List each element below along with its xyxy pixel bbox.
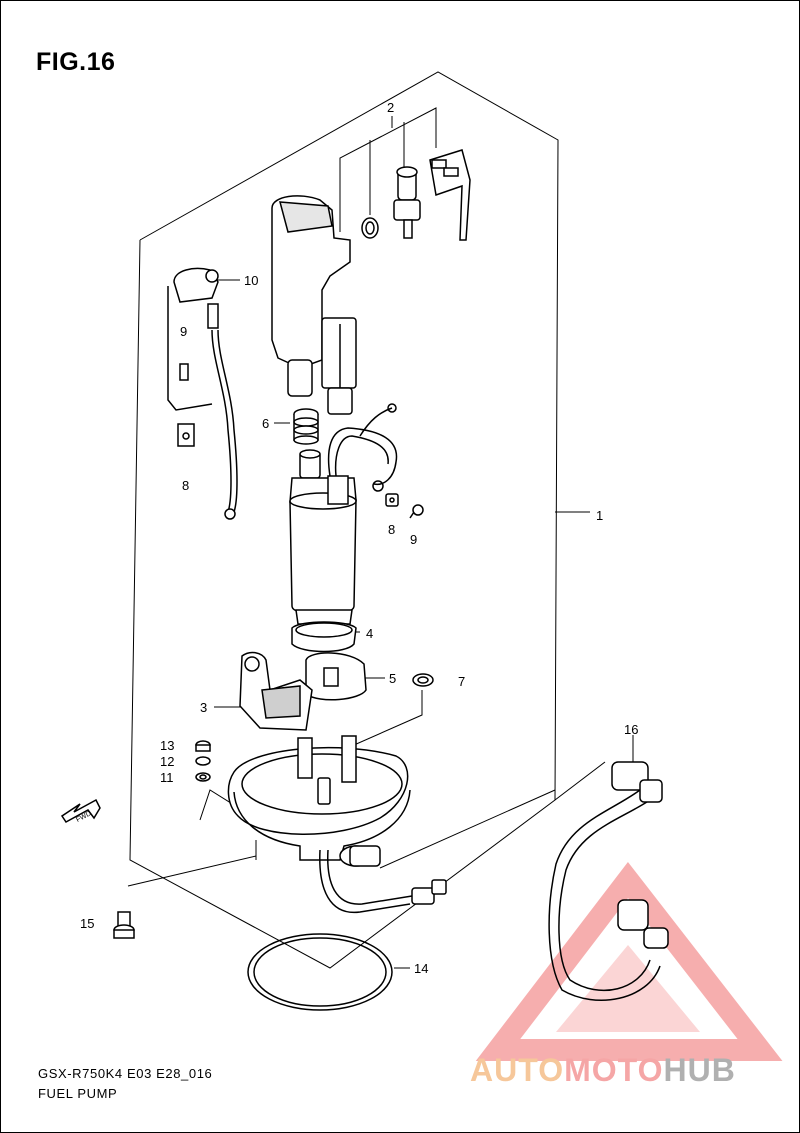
callout-10: 10	[244, 273, 258, 288]
watermark-logo: AUTOMOTOHUB	[470, 1052, 736, 1089]
bracket-screw-right-part	[385, 493, 424, 519]
callout-9-left: 9	[180, 324, 187, 339]
watermark-part3: HUB	[663, 1052, 736, 1088]
callout-labels: 1 2 3 4 5 6 7 8 8 9 9 10 11 12 13 14 15 …	[80, 100, 638, 976]
callout-8-right: 8	[388, 522, 395, 537]
model-code: GSX-R750K4 E03 E28_016	[38, 1066, 213, 1081]
callout-11: 11	[160, 770, 174, 785]
o-ring-small-part	[412, 673, 434, 687]
callout-9-right: 9	[410, 532, 417, 547]
callout-15: 15	[80, 916, 94, 931]
bracket-screw-left-part	[167, 267, 238, 520]
callout-4: 4	[366, 626, 373, 641]
callout-2: 2	[387, 100, 394, 115]
wiring-harness-part	[327, 403, 398, 492]
fuel-hose-part	[319, 849, 447, 914]
watermark-part2: MOTO	[564, 1052, 664, 1088]
callout-14: 14	[414, 961, 428, 976]
callout-13: 13	[160, 738, 174, 753]
o-ring-large-part	[247, 933, 393, 1011]
callout-6: 6	[262, 416, 269, 431]
base-plate-part	[227, 735, 411, 867]
nut-washer-stack-part	[195, 740, 211, 782]
callout-12: 12	[160, 754, 174, 769]
fwd-arrow-icon: FWD	[60, 798, 101, 824]
callout-5: 5	[389, 671, 396, 686]
bolt-part	[113, 911, 135, 939]
callout-3: 3	[200, 700, 207, 715]
fuel-filter-part	[239, 651, 313, 731]
pump-holder-part	[291, 621, 367, 701]
callout-16: 16	[624, 722, 638, 737]
figure-title: FIG.16	[36, 48, 116, 76]
outlet-hose-part	[548, 761, 669, 1001]
figure-name: FUEL PUMP	[38, 1086, 118, 1101]
spring-filter-part	[293, 408, 319, 445]
pump-housing-part	[271, 195, 357, 415]
callout-1: 1	[596, 508, 603, 523]
watermark-part1: AUTO	[470, 1052, 565, 1088]
fuel-pump-motor-part	[289, 449, 357, 625]
callout-8-left: 8	[182, 478, 189, 493]
pressure-regulator-part	[361, 149, 471, 241]
callout-7: 7	[458, 674, 465, 689]
